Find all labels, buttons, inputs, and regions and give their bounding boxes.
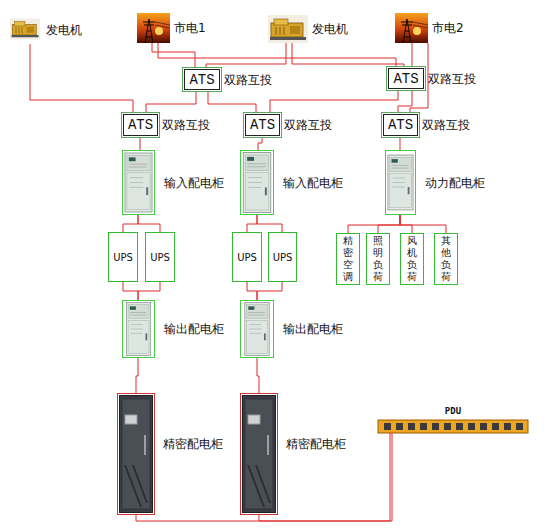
node-label: 精密配电柜	[163, 436, 223, 452]
load-box: 精密空调	[336, 233, 360, 285]
source-node: 发电机	[10, 16, 94, 44]
ats-text: ATS	[393, 71, 418, 87]
cabinet-picture	[388, 155, 413, 210]
power-wire	[206, 43, 286, 69]
load-box: 风机负荷	[400, 233, 424, 285]
source-label: 发电机	[46, 23, 82, 37]
node-label: 风机负荷	[407, 235, 417, 283]
power-wire	[140, 136, 141, 150]
node-label: 输出配电柜	[283, 321, 343, 337]
node-label: UPS	[273, 252, 293, 263]
power-wire	[30, 44, 133, 114]
cabinet-picture	[245, 302, 269, 355]
ats-text: ATS	[250, 117, 275, 133]
grid-picture	[395, 13, 428, 43]
power-wire	[259, 433, 392, 521]
ups-box: UPS	[232, 232, 262, 282]
power-wire	[123, 215, 138, 232]
power-wire	[138, 215, 160, 232]
power-wire	[247, 215, 257, 232]
switch-label: 双路互投	[422, 117, 470, 133]
power-wire	[400, 215, 412, 233]
source-label: 市电1	[174, 21, 206, 35]
node-label: 输入配电柜	[283, 175, 343, 191]
switch-label: 双路互投	[428, 71, 476, 87]
node-label: UPS	[113, 252, 133, 263]
ats-text: ATS	[189, 72, 214, 88]
power-wire	[348, 215, 400, 233]
power-wire	[138, 282, 160, 300]
source-label: 市电2	[432, 21, 464, 35]
switch-label: 双路互投	[162, 117, 210, 133]
node-label: 精密空调	[343, 235, 353, 283]
cabinet-picture	[125, 153, 152, 212]
source-node: 市电1	[137, 13, 209, 43]
cabinet-node: 输出配电柜	[240, 300, 274, 358]
node-label: 动力配电柜	[425, 175, 485, 191]
pdu-bar	[378, 420, 528, 433]
power-wire	[146, 90, 196, 114]
power-wire	[270, 89, 398, 114]
node-label: UPS	[237, 252, 257, 263]
cabinet-node: 输入配电柜	[240, 150, 274, 215]
switch-label: 双路互投	[224, 72, 272, 88]
power-wire	[400, 136, 401, 150]
ups-box: UPS	[145, 232, 175, 282]
cabinet-picture	[243, 396, 276, 513]
ups-box: UPS	[108, 232, 138, 282]
node-label: 照明负荷	[373, 235, 383, 283]
power-wire	[123, 282, 138, 300]
power-wire	[412, 43, 413, 68]
source-label: 发电机	[312, 22, 348, 36]
ats-switch-box: ATS双路互投	[123, 114, 158, 136]
power-wire	[258, 136, 262, 150]
generator-picture	[268, 15, 308, 43]
power-wire	[292, 43, 404, 68]
power-wire	[247, 282, 257, 300]
power-wire	[136, 433, 390, 521]
cabinet-node: 输出配电柜	[122, 300, 155, 358]
cabinet-picture	[243, 152, 271, 212]
power-wire	[398, 89, 412, 114]
power-wire	[257, 358, 259, 393]
cabinet-node: 输入配电柜	[122, 150, 155, 215]
node-label: 其他负荷	[441, 235, 451, 283]
cabinet-node: 动力配电柜	[385, 150, 416, 215]
node-label: 输出配电柜	[164, 321, 224, 337]
power-wire	[378, 215, 400, 233]
source-node: 市电2	[395, 13, 467, 43]
switch-label: 双路互投	[284, 117, 332, 133]
ats-text: ATS	[128, 117, 153, 133]
power-wire	[208, 90, 256, 114]
ups-box: UPS	[268, 232, 297, 282]
node-label: UPS	[150, 252, 170, 263]
power-wire	[257, 215, 282, 232]
ats-switch-box: ATS双路互投	[388, 68, 424, 89]
ats-text: ATS	[388, 117, 413, 133]
cabinet-picture	[126, 302, 150, 355]
load-box: 其他负荷	[434, 233, 458, 285]
power-wire	[136, 358, 138, 393]
node-label: 输入配电柜	[164, 175, 224, 191]
precision-cabinet-node: 精密配电柜	[117, 393, 155, 515]
cabinet-picture	[120, 396, 153, 513]
ats-switch-box: ATS双路互投	[383, 114, 418, 136]
power-wire	[400, 215, 446, 233]
power-wire	[257, 282, 282, 300]
load-box: 照明负荷	[366, 233, 390, 285]
grid-picture	[137, 13, 170, 43]
precision-cabinet-node: 精密配电柜	[240, 393, 278, 515]
generator-picture	[10, 19, 40, 40]
node-label: 精密配电柜	[286, 436, 346, 452]
source-node: 发电机	[268, 15, 356, 43]
node-label: PDU	[378, 405, 528, 417]
ats-switch-box: ATS双路互投	[184, 69, 220, 90]
ats-switch-box: ATS双路互投	[245, 114, 280, 136]
pdu-node: PDU	[378, 420, 528, 433]
